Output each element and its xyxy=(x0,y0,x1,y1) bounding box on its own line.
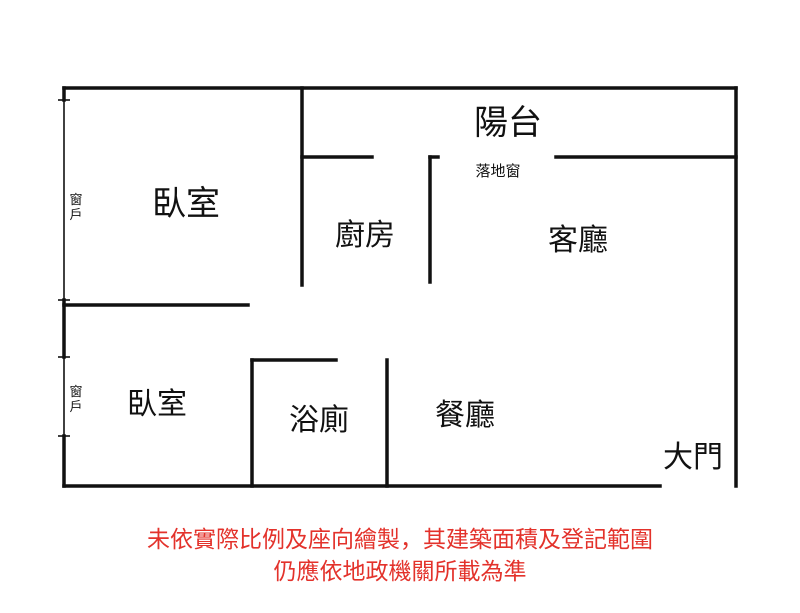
window-label-2-char-2: 戶 xyxy=(69,400,82,415)
window-label-1-char-2: 戶 xyxy=(69,208,82,223)
room-label-bedroom-1: 臥室 xyxy=(152,184,220,224)
room-label-kitchen: 廚房 xyxy=(335,218,395,253)
disclaimer-line-2: 仍應依地政機關所載為準 xyxy=(273,559,527,585)
room-label-dining-room: 餐廳 xyxy=(435,398,495,433)
room-label-bedroom-2: 臥室 xyxy=(127,387,187,422)
room-label-main-door: 大門 xyxy=(663,440,723,475)
room-label-balcony: 陽台 xyxy=(474,103,542,143)
window-label-1-char-1: 窗 xyxy=(69,192,82,208)
label-french-window: 落地窗 xyxy=(475,162,520,180)
window-label-2-char-1: 窗 xyxy=(69,384,82,400)
room-label-living-room: 客廳 xyxy=(548,223,608,258)
disclaimer-line-1: 未依實際比例及座向繪製，其建築面積及登記範圍 xyxy=(147,527,653,553)
room-label-bathroom: 浴廁 xyxy=(289,403,349,438)
